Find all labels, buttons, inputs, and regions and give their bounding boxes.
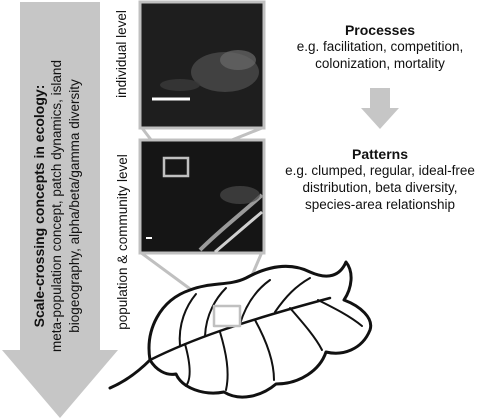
population-level-label: population & community level [115, 154, 130, 330]
scale-arrow-line-1: meta-population concept, patch dynamics,… [49, 60, 64, 352]
down-arrow-icon [361, 88, 399, 129]
processes-line-1: e.g. facilitation, competition, [296, 39, 464, 54]
processes-heading: Processes [344, 22, 416, 38]
processes-block: Processes e.g. facilitation, competition… [280, 22, 480, 72]
scale-crossing-arrow [2, 2, 118, 418]
processes-line-2: colonization, mortality [315, 56, 445, 71]
patterns-line-1: e.g. clumped, regular, ideal-free [285, 163, 475, 178]
scale-arrow-text: Scale-crossing concepts in ecology: meta… [30, 46, 90, 366]
patterns-line-2: distribution, beta diversity, [302, 180, 458, 195]
individual-level-photo [138, 0, 266, 130]
leaf-drawing [108, 260, 373, 399]
scale-arrow-line-2: biogeography, alpha/beta/gamma diversity [67, 79, 82, 333]
patterns-line-3: species-area relationship [304, 197, 456, 212]
patterns-block: Patterns e.g. clumped, regular, ideal-fr… [276, 146, 484, 213]
patterns-heading: Patterns [351, 146, 409, 162]
individual-level-label: individual level [114, 10, 129, 98]
population-level-photo [138, 138, 266, 255]
zoom-box-small [162, 156, 190, 178]
zoom-box-leaf [212, 304, 242, 328]
scale-arrow-title: Scale-crossing concepts in ecology: [31, 84, 47, 328]
